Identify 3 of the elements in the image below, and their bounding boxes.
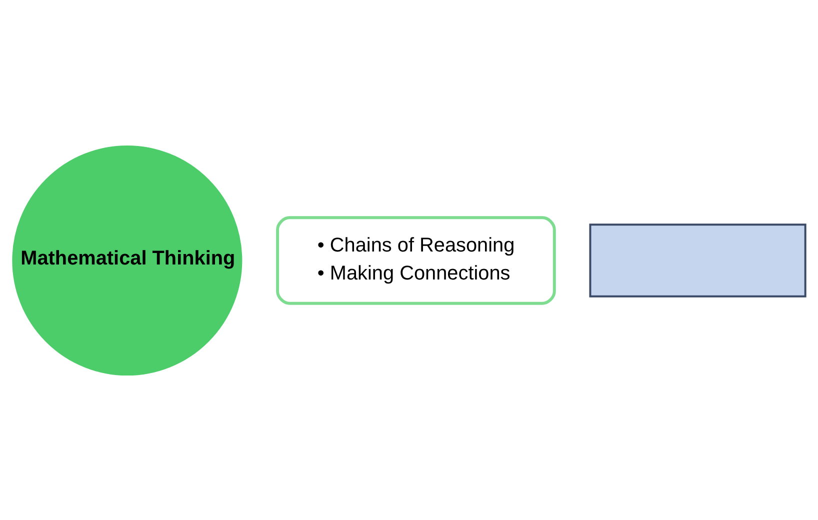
node-box: • Chains of Reasoning • Making Connections bbox=[276, 216, 556, 304]
node-circle: Mathematical Thinking bbox=[12, 144, 242, 376]
node-box bbox=[589, 223, 806, 297]
